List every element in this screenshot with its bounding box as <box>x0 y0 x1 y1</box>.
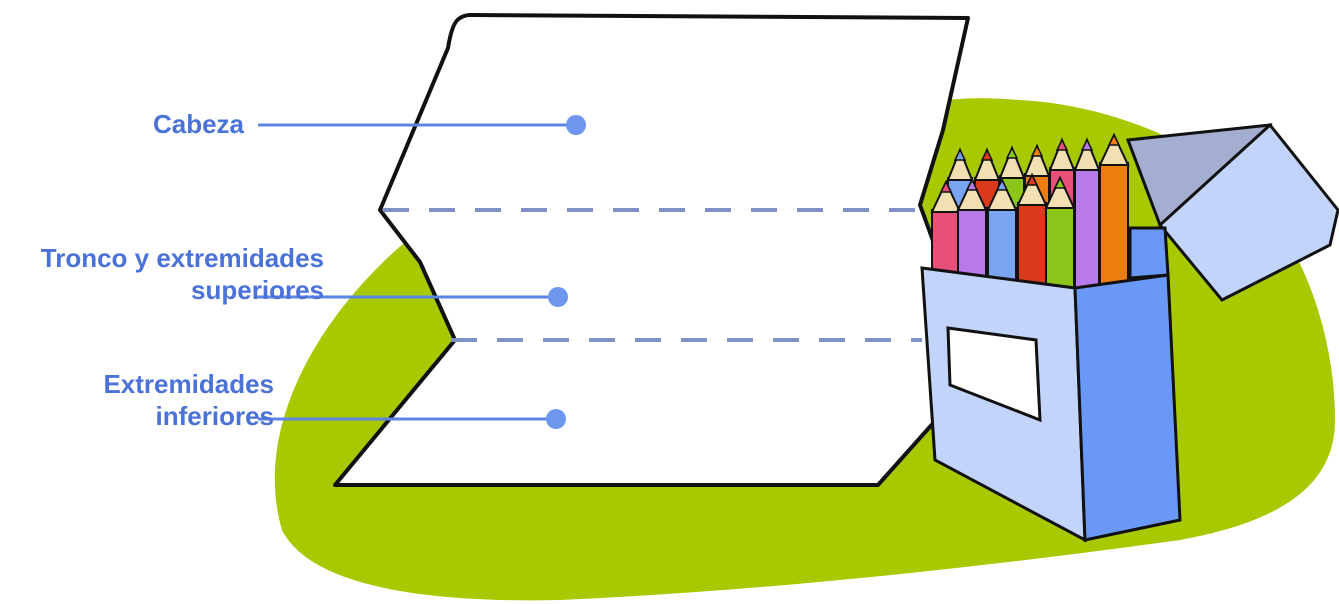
box-side <box>1075 275 1180 540</box>
label-trunk: Tronco y extremidades superiores <box>41 242 324 306</box>
label-head-text: Cabeza <box>153 109 244 139</box>
box-back-flap <box>1130 228 1168 278</box>
label-trunk-line1: Tronco y extremidades <box>41 242 324 274</box>
label-trunk-line2: superiores <box>41 274 324 306</box>
leader-dot-trunk <box>548 287 568 307</box>
label-legs: Extremidades inferiores <box>103 368 274 432</box>
leader-dot-legs <box>546 409 566 429</box>
folded-paper <box>335 15 968 485</box>
label-head: Cabeza <box>153 108 244 140</box>
label-legs-line1: Extremidades <box>103 368 274 400</box>
leader-dot-head <box>566 115 586 135</box>
label-legs-line2: inferiores <box>103 400 274 432</box>
